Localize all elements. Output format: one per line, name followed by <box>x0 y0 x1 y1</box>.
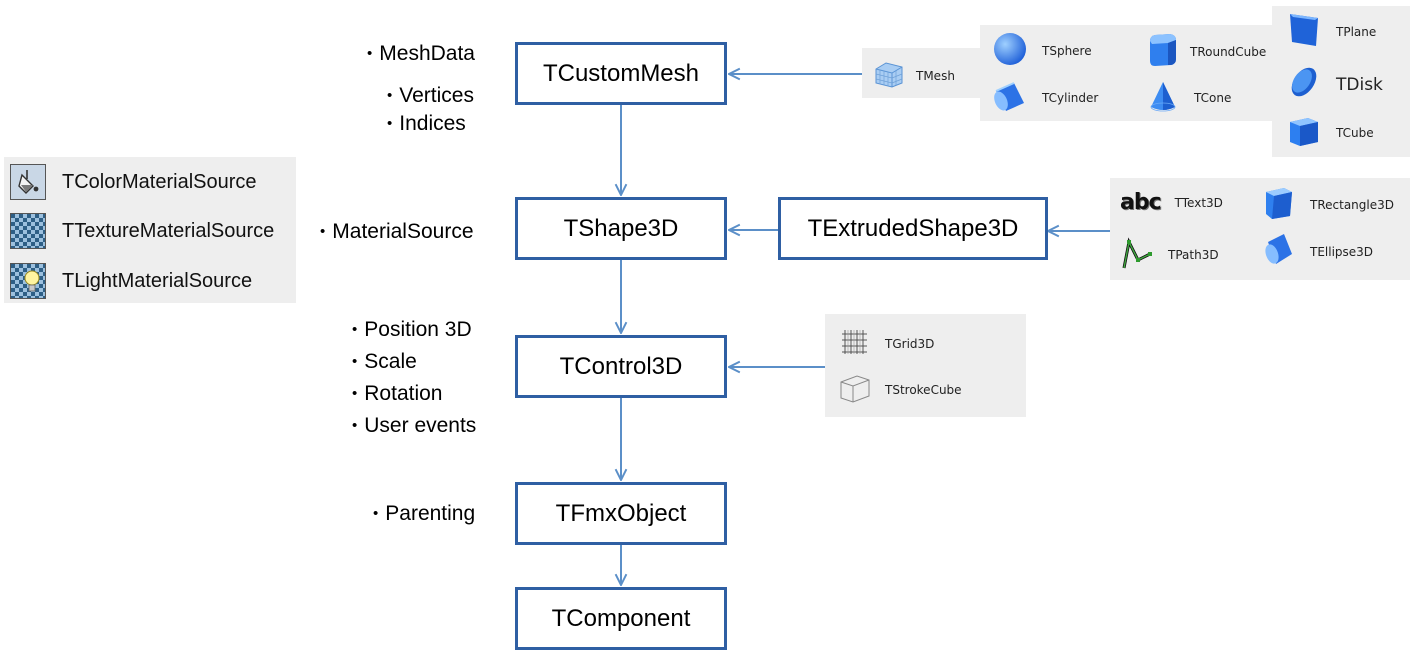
note-rotation: Rotation <box>352 382 442 406</box>
palette-item-tstrokecube[interactable]: TStrokeCube <box>837 370 962 409</box>
material-label-color: TColorMaterialSource <box>62 170 257 193</box>
palette-item-tgrid3d[interactable]: TGrid3D <box>839 326 934 361</box>
palette-label-tcylinder: TCylinder <box>1042 90 1099 105</box>
palette-item-ttext3d[interactable]: abc TText3D <box>1120 190 1223 215</box>
palette-label-tmesh: TMesh <box>916 68 955 83</box>
palette-label-tcone: TCone <box>1194 90 1232 105</box>
palette-item-troundcube[interactable]: TRoundCube <box>1144 31 1266 72</box>
palette-label-tpath3d: TPath3D <box>1168 247 1219 262</box>
mesh-icon <box>872 59 906 92</box>
material-label-texture: TTextureMaterialSource <box>62 219 275 242</box>
note-user-events: User events <box>352 414 476 438</box>
palette-label-tstrokecube: TStrokeCube <box>885 382 962 397</box>
palette-item-trectangle3d[interactable]: TRectangle3D <box>1262 184 1394 225</box>
palette-item-tpath3d[interactable]: TPath3D <box>1120 234 1219 275</box>
sphere-icon <box>992 31 1028 70</box>
roundcube-icon <box>1144 31 1180 72</box>
disk-icon <box>1286 64 1322 105</box>
note-parenting: Parenting <box>373 502 475 526</box>
note-indices: Indices <box>387 112 466 136</box>
palette-label-ttext3d: TText3D <box>1174 195 1223 210</box>
node-tcontrol3d: TControl3D <box>515 335 727 398</box>
light-material-icon <box>10 263 46 299</box>
palette-label-tcube: TCube <box>1336 125 1374 140</box>
palette-item-tmesh[interactable]: TMesh <box>872 59 955 92</box>
note-scale: Scale <box>352 350 417 374</box>
material-item-color[interactable]: TColorMaterialSource <box>10 164 257 200</box>
control-palette-panel: TGrid3D TStrokeCube <box>825 314 1026 417</box>
mesh-palette-panel: TMesh <box>862 48 980 98</box>
material-item-light[interactable]: TLightMaterialSource <box>10 263 252 299</box>
path3d-icon <box>1120 234 1154 275</box>
material-label-light: TLightMaterialSource <box>62 269 253 292</box>
ellipse3d-icon <box>1262 230 1296 273</box>
note-materialsource: MaterialSource <box>320 220 473 244</box>
palette-label-troundcube: TRoundCube <box>1190 44 1267 59</box>
rectangle3d-icon <box>1262 184 1296 225</box>
palette-item-tcone[interactable]: TCone <box>1148 79 1231 116</box>
palette-item-tdisk[interactable]: TDisk <box>1286 64 1383 105</box>
palette-label-tgrid3d: TGrid3D <box>885 336 935 351</box>
note-meshdata: MeshData <box>367 42 475 66</box>
cone-icon <box>1148 79 1178 116</box>
primitive-palette-panel: TSphere TRoundCube TCylinder TCone <box>980 25 1272 121</box>
note-position3d: Position 3D <box>352 318 471 342</box>
node-tcomponent: TComponent <box>515 587 727 650</box>
palette-item-tcube[interactable]: TCube <box>1286 112 1374 153</box>
extruded-palette-panel: abc TText3D TRectangle3D TPath3D TEllips… <box>1110 178 1410 280</box>
node-tcustommesh: TCustomMesh <box>515 42 727 105</box>
plane-disk-cube-panel: TPlane TDisk TCube <box>1272 6 1410 157</box>
grid3d-icon <box>839 326 871 361</box>
node-textrudedshape3d: TExtrudedShape3D <box>778 197 1048 260</box>
palette-label-tellipse3d: TEllipse3D <box>1310 244 1374 259</box>
texture-material-icon <box>10 213 46 249</box>
palette-label-tsphere: TSphere <box>1042 43 1092 58</box>
palette-label-trectangle3d: TRectangle3D <box>1310 197 1394 212</box>
color-material-icon <box>10 164 46 200</box>
text3d-icon: abc <box>1120 190 1162 215</box>
plane-icon <box>1286 10 1322 53</box>
palette-label-tdisk: TDisk <box>1336 74 1383 95</box>
material-source-panel: TColorMaterialSource TTextureMaterialSou… <box>4 157 296 303</box>
node-tfmxobject: TFmxObject <box>515 482 727 545</box>
palette-item-tcylinder[interactable]: TCylinder <box>992 79 1098 116</box>
palette-label-tplane: TPlane <box>1336 24 1377 39</box>
palette-item-tplane[interactable]: TPlane <box>1286 10 1376 53</box>
node-tshape3d: TShape3D <box>515 197 727 260</box>
palette-item-tsphere[interactable]: TSphere <box>992 31 1092 70</box>
strokecube-icon <box>837 370 873 409</box>
cylinder-icon <box>992 79 1028 116</box>
note-vertices: Vertices <box>387 84 474 108</box>
material-item-texture[interactable]: TTextureMaterialSource <box>10 213 274 249</box>
cube-icon <box>1286 112 1322 153</box>
palette-item-tellipse3d[interactable]: TEllipse3D <box>1262 230 1373 273</box>
